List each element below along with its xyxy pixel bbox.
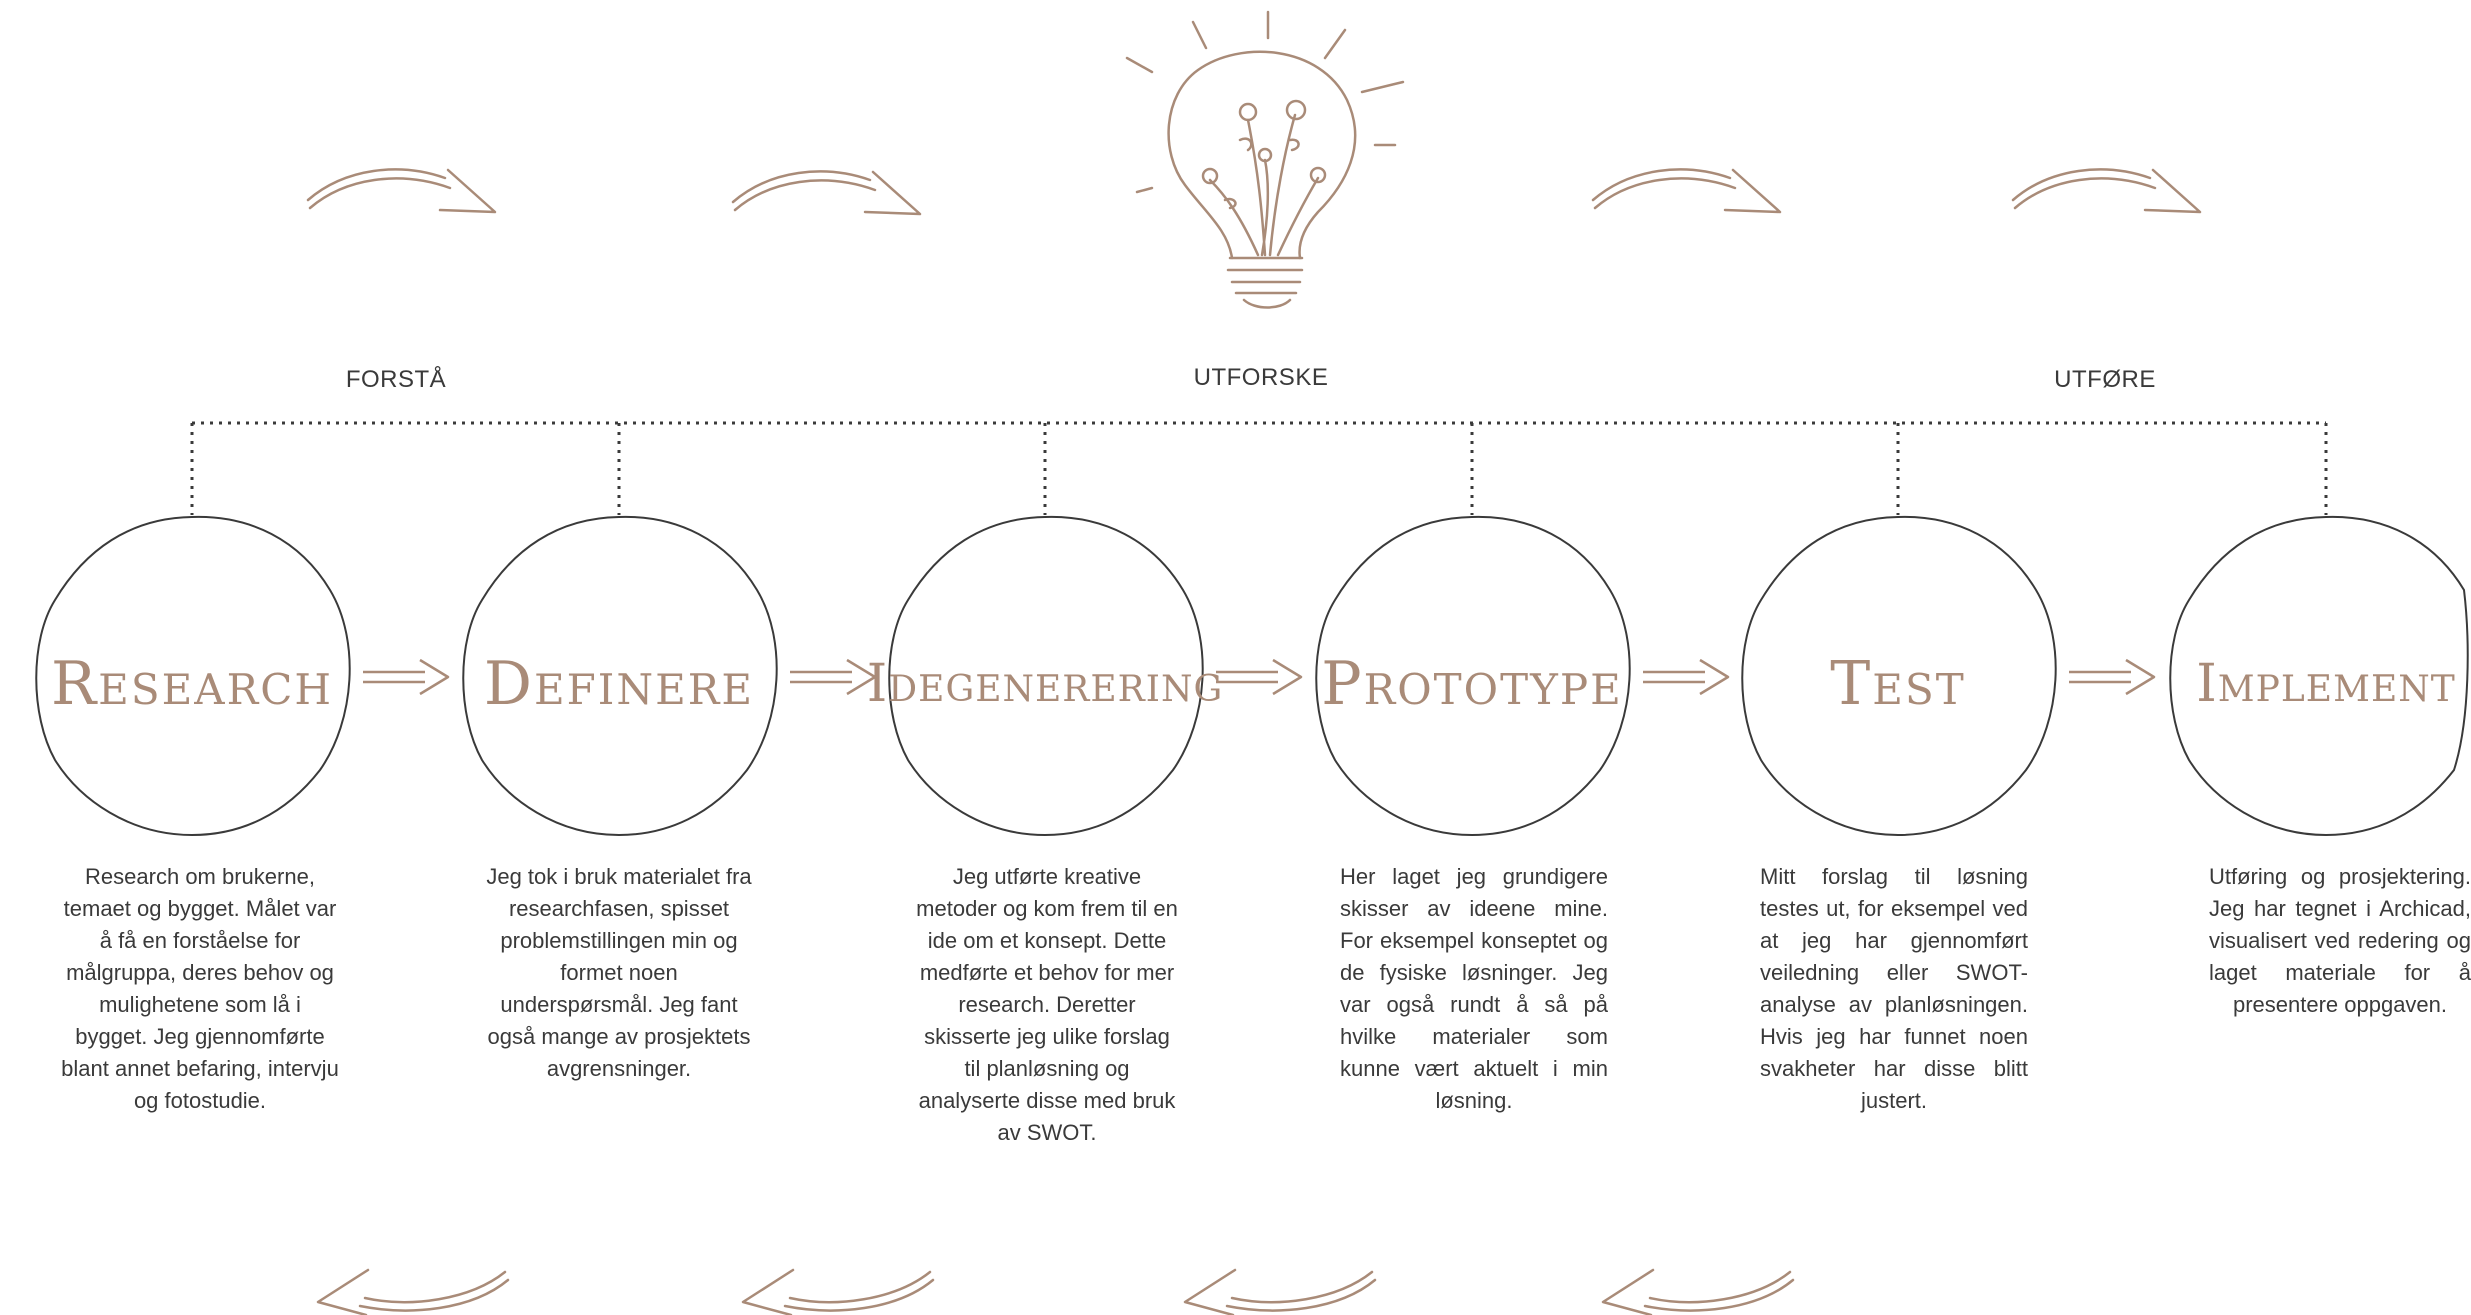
step-title-implement: Implement <box>2196 654 2456 714</box>
straight-arrow-right-icon <box>790 658 877 696</box>
curved-arrow-left-icon <box>741 1268 935 1315</box>
step-title-definere: Definere <box>483 649 755 719</box>
straight-arrow-right-icon <box>2069 658 2156 696</box>
step-circle <box>35 515 351 837</box>
step-title-prototype: Prototype <box>1321 649 1623 719</box>
step-circle <box>1315 515 1631 837</box>
step-description-implement: Utføring og prosjektering. Jeg har tegne… <box>2209 864 2471 1017</box>
straight-arrow-right-icon <box>363 658 450 696</box>
curved-arrow-right-icon <box>731 170 922 216</box>
curved-arrow-left-icon <box>1601 1268 1795 1315</box>
curved-arrow-right-icon <box>2011 168 2202 214</box>
curved-arrow-right-icon <box>306 168 497 214</box>
step-title-research: Research <box>51 649 333 719</box>
step-title-test: Test <box>1830 649 1966 719</box>
curved-arrow-left-icon <box>1183 1268 1377 1315</box>
straight-arrow-right-icon <box>1216 658 1303 696</box>
phase-label-utfore: UTFØRE <box>2054 366 2156 393</box>
phase-label-utforske: UTFORSKE <box>1193 364 1329 391</box>
curved-arrow-right-icon <box>1591 168 1782 214</box>
step-circle <box>1741 515 2057 837</box>
phase-label-forsta: FORSTÅ <box>345 366 447 393</box>
curved-arrow-left-icon <box>316 1268 510 1315</box>
step-description-test: Mitt forslag til løsning testes ut, for … <box>1760 864 2028 1113</box>
step-description-idegenerering: Jeg utførte kreative metoder og kom frem… <box>916 864 1178 1145</box>
step-circle <box>888 515 1204 837</box>
step-circle <box>2169 515 2469 837</box>
step-title-idegenerering: Idegenerering <box>866 654 1224 714</box>
step-description-research: Research om brukerne, temaet og bygget. … <box>61 864 339 1113</box>
step-description-definere: Jeg tok i bruk materialet fra researchfa… <box>486 864 752 1081</box>
step-circle <box>462 515 778 837</box>
straight-arrow-right-icon <box>1643 658 1730 696</box>
phase-bracket <box>190 421 2328 515</box>
lightbulb-with-flowers-icon <box>1125 10 1405 309</box>
step-description-prototype: Her laget jeg grundigere skisser av idee… <box>1340 864 1608 1113</box>
